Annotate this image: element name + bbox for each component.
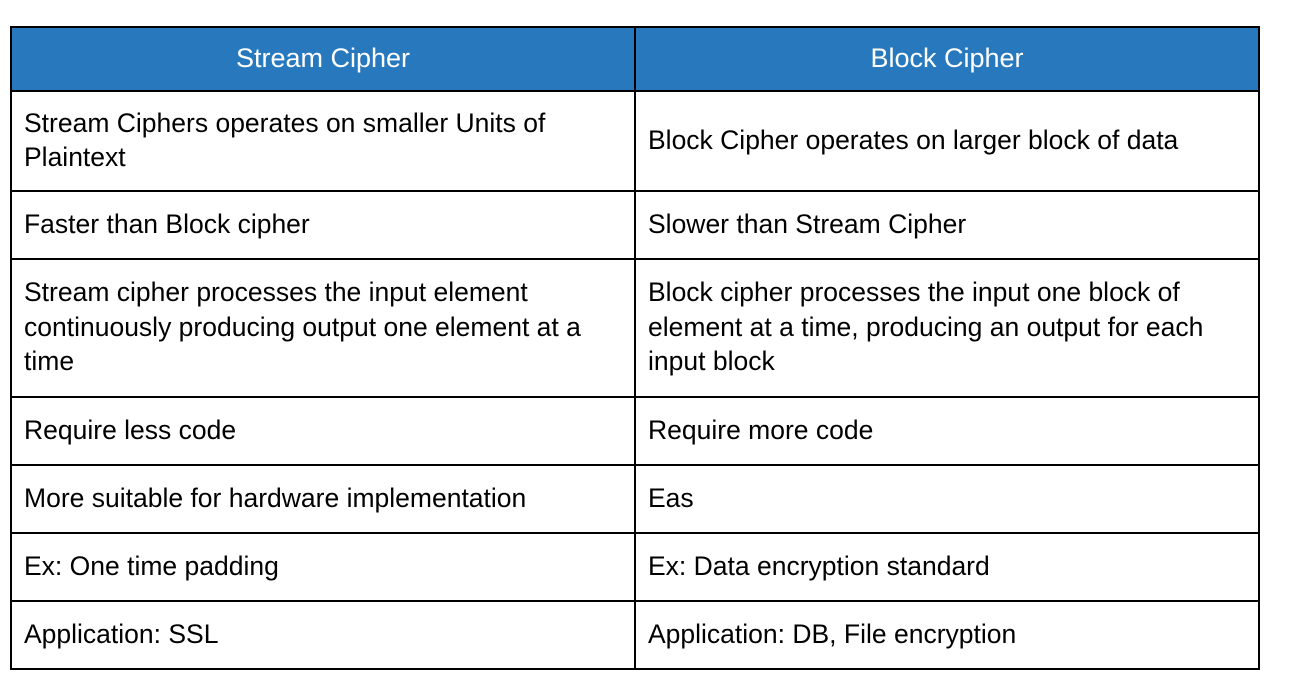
cell-block-row-7: Application: DB, File encryption — [634, 600, 1260, 670]
cell-text: More suitable for hardware implementatio… — [24, 482, 527, 513]
table-body: Stream Ciphers operates on smaller Units… — [10, 90, 1260, 670]
cell-text: Slower than Stream Cipher — [648, 208, 967, 239]
cell-text: Stream cipher processes the input elemen… — [24, 277, 581, 377]
cell-stream-row-1: Stream Ciphers operates on smaller Units… — [10, 90, 636, 192]
table-row: Application: SSL Application: DB, File e… — [10, 600, 1260, 670]
table-row: Stream cipher processes the input elemen… — [10, 258, 1260, 398]
table-header: Stream Cipher Block Cipher — [10, 26, 1260, 92]
stream-vs-block-cipher-table: Stream Cipher Block Cipher Stream Cipher… — [10, 26, 1260, 670]
cell-stream-row-5: More suitable for hardware implementatio… — [10, 464, 636, 534]
table-row: More suitable for hardware implementatio… — [10, 464, 1260, 534]
table-row: Stream Ciphers operates on smaller Units… — [10, 90, 1260, 192]
cell-stream-row-4: Require less code — [10, 396, 636, 466]
cell-text: Require less code — [24, 414, 237, 445]
cell-block-row-1: Block Cipher operates on larger block of… — [634, 90, 1260, 192]
column-header-block-cipher: Block Cipher — [634, 26, 1260, 92]
table-header-row: Stream Cipher Block Cipher — [10, 26, 1260, 92]
cell-text: Ex: Data encryption standard — [648, 550, 990, 581]
cell-block-row-6: Ex: Data encryption standard — [634, 532, 1260, 602]
table-row: Ex: One time padding Ex: Data encryption… — [10, 532, 1260, 602]
cell-text: Application: DB, File encryption — [648, 618, 1017, 649]
cell-block-row-2: Slower than Stream Cipher — [634, 190, 1260, 260]
cell-text: Application: SSL — [24, 618, 219, 649]
cell-stream-row-7: Application: SSL — [10, 600, 636, 670]
cell-text: Eas — [648, 482, 694, 513]
cell-text: Block cipher processes the input one blo… — [648, 277, 1204, 377]
cell-text: Ex: One time padding — [24, 550, 279, 581]
table-row: Faster than Block cipher Slower than Str… — [10, 190, 1260, 260]
cell-stream-row-3: Stream cipher processes the input elemen… — [10, 258, 636, 398]
cell-stream-row-6: Ex: One time padding — [10, 532, 636, 602]
cell-block-row-3: Block cipher processes the input one blo… — [634, 258, 1260, 398]
cell-block-row-5: Eas — [634, 464, 1260, 534]
cell-stream-row-2: Faster than Block cipher — [10, 190, 636, 260]
table-row: Require less code Require more code — [10, 396, 1260, 466]
cell-text: Require more code — [648, 414, 874, 445]
cell-text: Block Cipher operates on larger block of… — [648, 124, 1179, 155]
cell-block-row-4: Require more code — [634, 396, 1260, 466]
cell-text: Faster than Block cipher — [24, 208, 310, 239]
column-header-stream-cipher: Stream Cipher — [10, 26, 636, 92]
cell-text: Stream Ciphers operates on smaller Units… — [24, 107, 546, 172]
